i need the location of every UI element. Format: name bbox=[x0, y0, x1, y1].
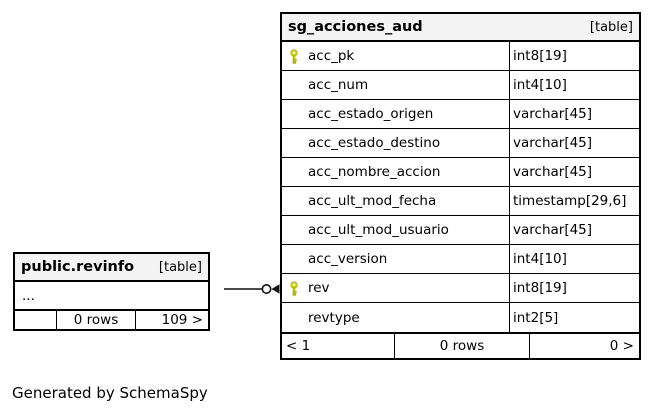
collapsed-columns-row: ... bbox=[22, 287, 35, 304]
column-name-cell: acc_ult_mod_usuario bbox=[282, 216, 509, 244]
column-name: acc_ult_mod_fecha bbox=[308, 193, 437, 209]
table-header: public.revinfo [table] bbox=[15, 254, 208, 282]
fk-open-circle bbox=[261, 284, 272, 294]
column-row: acc_estado_origen varchar[45] bbox=[282, 100, 639, 129]
table-node-sg-acciones-aud: sg_acciones_aud [table] bbox=[280, 12, 641, 360]
column-name-cell: acc_ult_mod_fecha bbox=[282, 187, 509, 215]
footer-row-count: 0 rows bbox=[395, 334, 530, 358]
column-name: acc_version bbox=[308, 251, 388, 267]
fk-connector bbox=[224, 284, 280, 294]
column-type: int4[10] bbox=[509, 71, 639, 99]
table-title[interactable]: public.revinfo bbox=[21, 259, 135, 275]
generated-by-caption: Generated by SchemaSpy bbox=[12, 384, 208, 402]
column-name-cell: rev bbox=[282, 274, 509, 302]
column-type: timestamp[29,6] bbox=[509, 187, 639, 215]
column-name-cell: acc_estado_destino bbox=[282, 129, 509, 157]
column-name-cell: acc_num bbox=[282, 71, 509, 99]
column-name-cell: revtype bbox=[282, 303, 509, 332]
primary-key-icon bbox=[289, 48, 308, 64]
column-type: varchar[45] bbox=[509, 158, 639, 186]
column-row: acc_ult_mod_fecha timestamp[29,6] bbox=[282, 187, 639, 216]
column-type: varchar[45] bbox=[509, 129, 639, 157]
column-name: acc_pk bbox=[308, 48, 355, 64]
column-row: acc_estado_destino varchar[45] bbox=[282, 129, 639, 158]
column-name: acc_estado_origen bbox=[308, 106, 434, 122]
column-type: int8[19] bbox=[509, 42, 639, 70]
column-name: acc_nombre_accion bbox=[308, 164, 441, 180]
column-type: int8[19] bbox=[509, 274, 639, 302]
table-tag: [table] bbox=[158, 259, 202, 275]
column-type: varchar[45] bbox=[509, 216, 639, 244]
table-header: sg_acciones_aud [table] bbox=[282, 14, 639, 42]
column-row: acc_ult_mod_usuario varchar[45] bbox=[282, 216, 639, 245]
column-type: int4[10] bbox=[509, 245, 639, 273]
column-name: revtype bbox=[308, 309, 360, 326]
column-row: acc_pk int8[19] bbox=[282, 42, 639, 71]
column-type: varchar[45] bbox=[509, 100, 639, 128]
column-row: revtype int2[5] bbox=[282, 303, 639, 332]
column-type: int2[5] bbox=[509, 303, 639, 332]
column-row: rev int8[19] bbox=[282, 274, 639, 303]
table-footer: < 1 0 rows 0 > bbox=[282, 332, 639, 358]
column-name-cell: acc_estado_origen bbox=[282, 100, 509, 128]
column-row: acc_nombre_accion varchar[45] bbox=[282, 158, 639, 187]
column-name: rev bbox=[308, 280, 330, 296]
column-row: acc_version int4[10] bbox=[282, 245, 639, 274]
table-title[interactable]: sg_acciones_aud bbox=[288, 19, 423, 35]
column-name-cell: acc_version bbox=[282, 245, 509, 273]
footer-child-count: 109 > bbox=[161, 312, 203, 328]
footer-row-count: 0 rows bbox=[57, 311, 136, 329]
footer-child-count: 0 > bbox=[609, 338, 634, 354]
column-row: acc_num int4[10] bbox=[282, 71, 639, 100]
footer-parent-count: < 1 bbox=[282, 334, 395, 358]
column-name: acc_num bbox=[308, 77, 369, 93]
primary-key-icon bbox=[289, 280, 308, 296]
table-node-public-revinfo: public.revinfo [table] ... 0 rows 109 > bbox=[13, 252, 210, 331]
column-name-cell: acc_pk bbox=[282, 42, 509, 70]
fk-arrowhead-icon bbox=[271, 284, 280, 294]
column-rows: acc_pk int8[19] acc_num int4[10] acc_est… bbox=[282, 42, 639, 332]
footer-parent-count bbox=[15, 311, 57, 329]
table-tag: [table] bbox=[589, 19, 633, 35]
table-footer: 0 rows 109 > bbox=[15, 309, 208, 329]
column-name: acc_ult_mod_usuario bbox=[308, 222, 449, 238]
column-name: acc_estado_destino bbox=[308, 135, 441, 151]
column-name-cell: acc_nombre_accion bbox=[282, 158, 509, 186]
